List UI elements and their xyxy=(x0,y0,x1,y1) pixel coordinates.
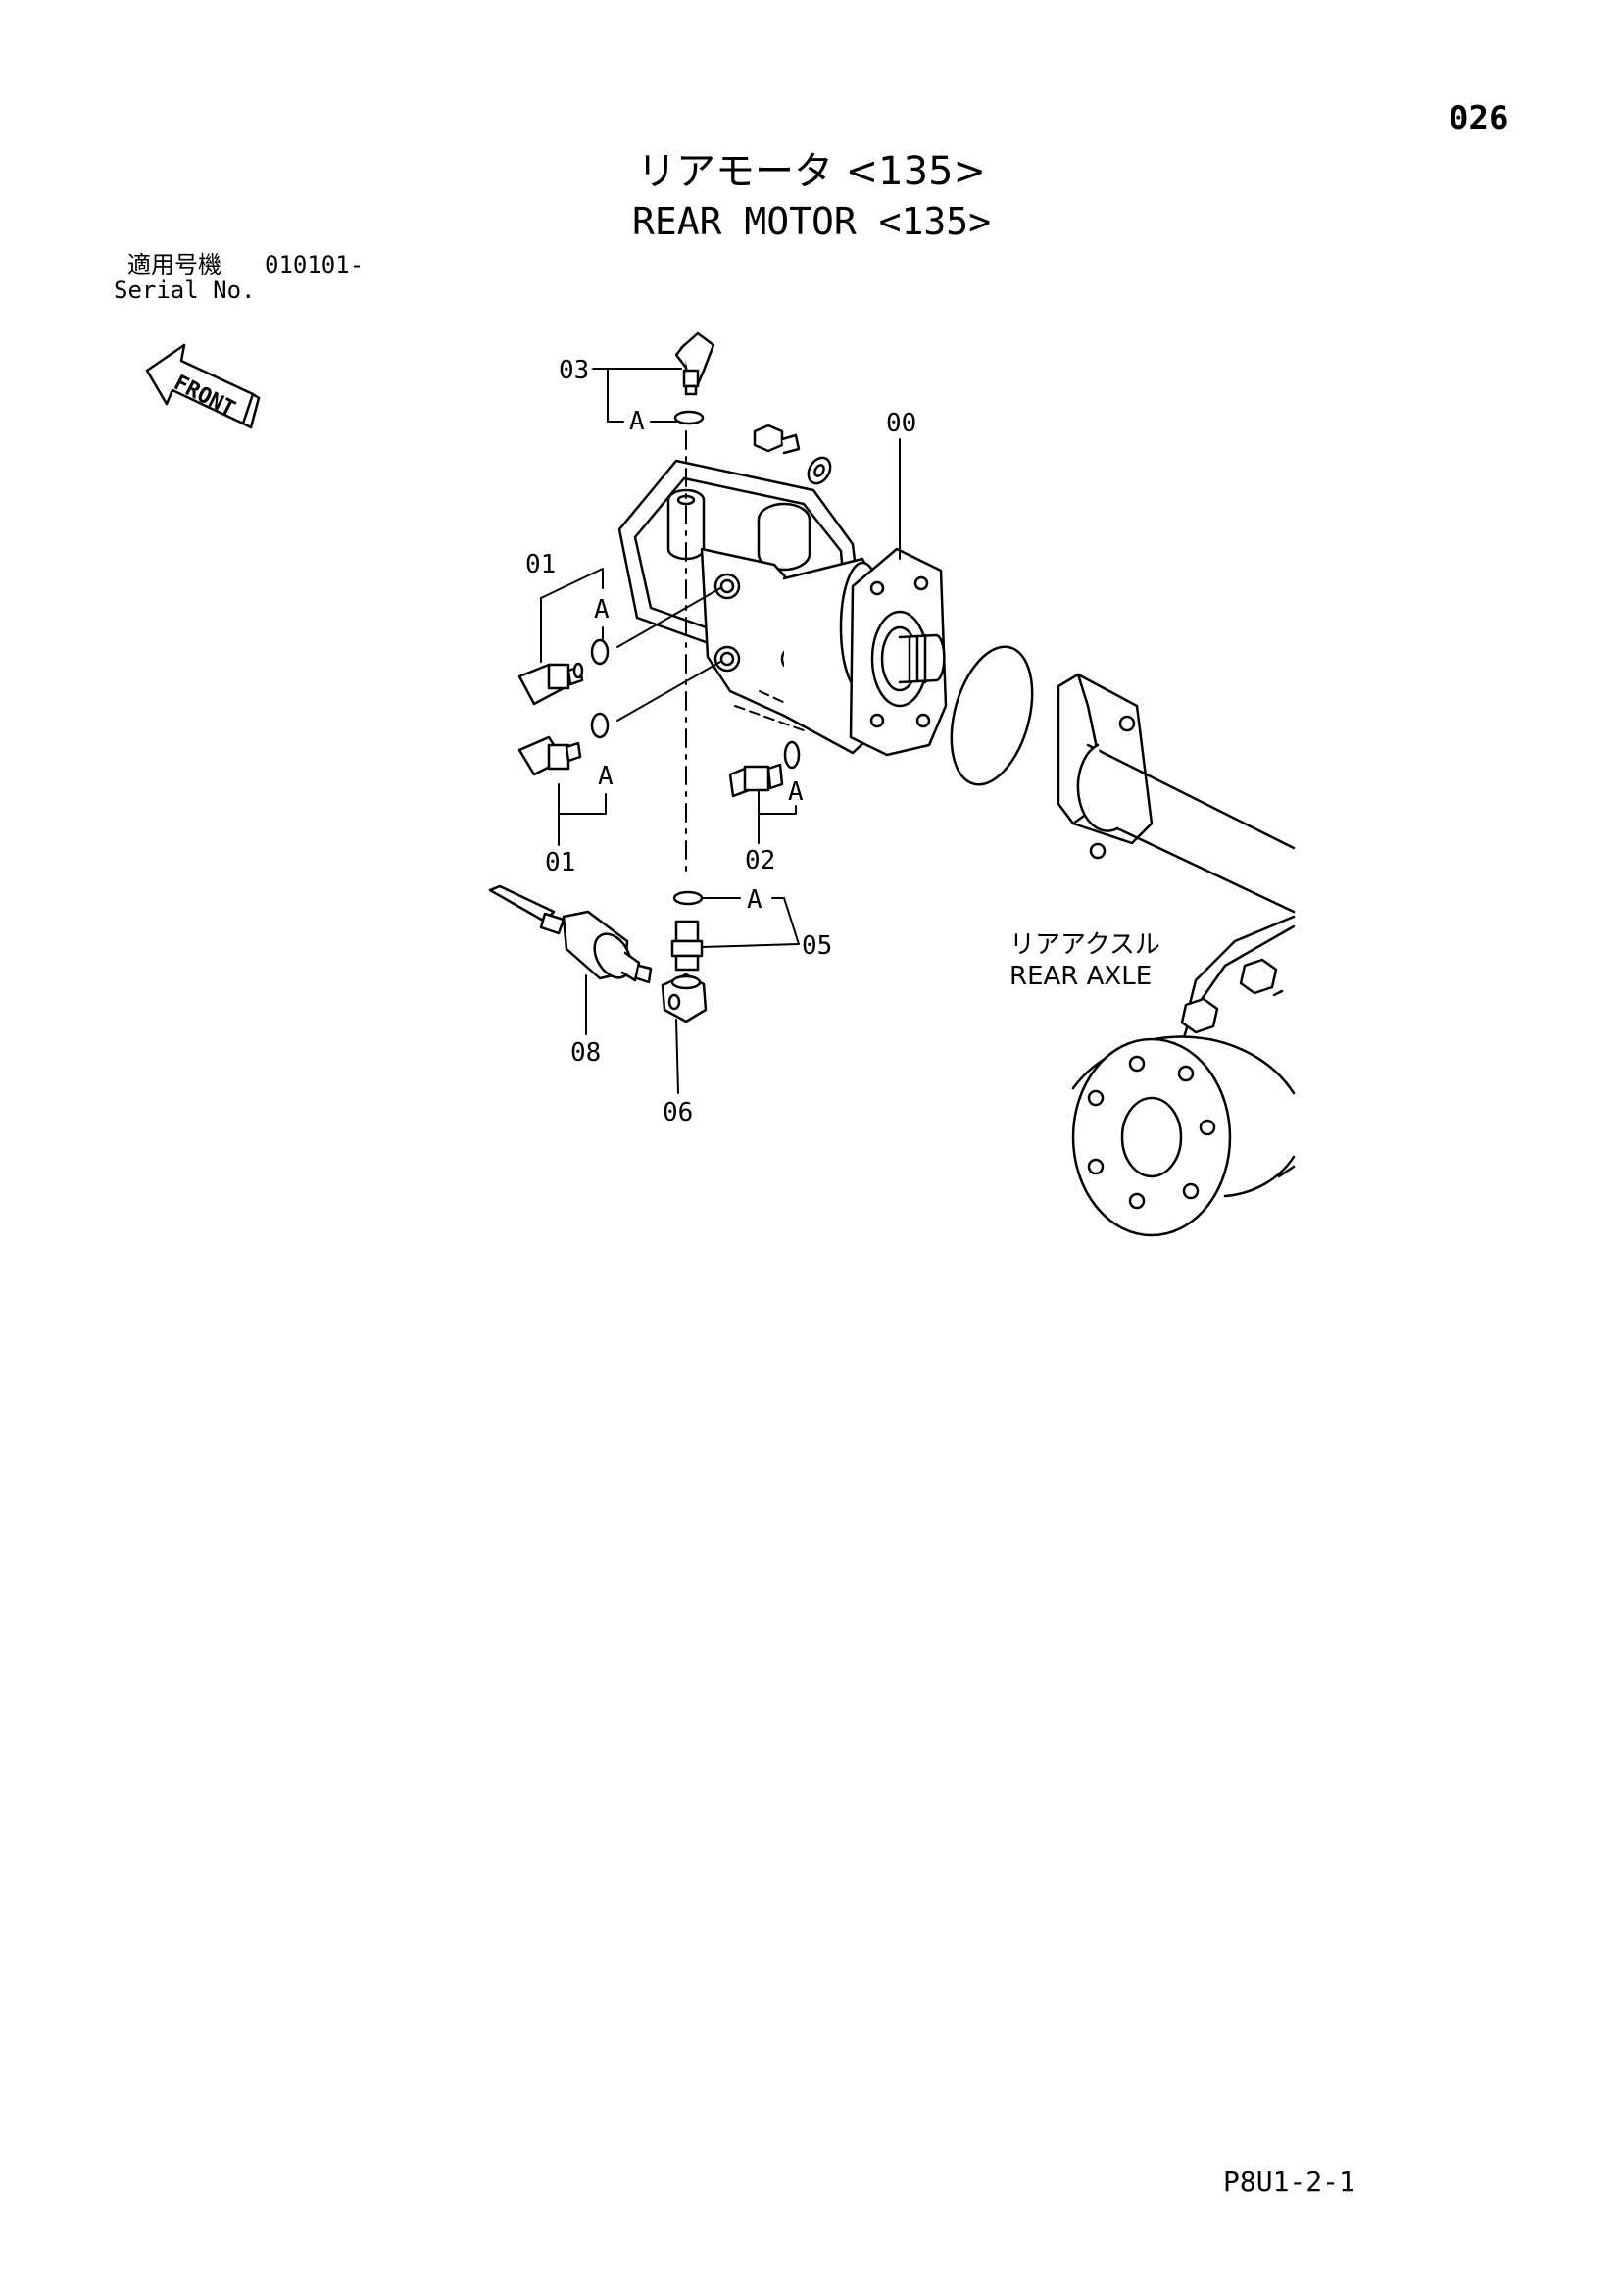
rear-motor-body xyxy=(617,430,948,873)
elbow-fitting-03 xyxy=(674,331,715,396)
serial-label-japanese: 適用号機 xyxy=(127,251,221,278)
fitting-01-upper xyxy=(517,662,584,706)
callout-08: 08 xyxy=(570,1038,601,1068)
sub-label-a-05: A xyxy=(747,885,762,915)
sub-label-a-03: A xyxy=(629,407,645,436)
serial-label-english: Serial No. xyxy=(114,276,256,304)
callout-00: 00 xyxy=(886,409,916,438)
rear-axle xyxy=(1057,673,1296,1237)
footer-code: P8U1-2-1 xyxy=(1223,2166,1355,2198)
page-number: 026 xyxy=(1449,99,1509,138)
callout-01-lower: 01 xyxy=(545,848,575,877)
callout-06: 06 xyxy=(663,1098,693,1127)
o-ring-02 xyxy=(783,740,801,770)
sub-label-a-02: A xyxy=(788,777,804,807)
callout-05: 05 xyxy=(802,931,832,961)
o-ring-01-upper xyxy=(590,638,610,666)
callout-03: 03 xyxy=(559,356,589,385)
sub-label-a-01-upper: A xyxy=(594,595,610,624)
serial-number-value: 010101- xyxy=(265,251,365,278)
fitting-01-lower xyxy=(517,735,582,776)
callout-02: 02 xyxy=(745,846,775,875)
front-arrow-icon: FRONT xyxy=(145,343,261,429)
fitting-02 xyxy=(728,763,784,798)
o-ring-03 xyxy=(673,410,705,425)
o-ring-01-lower xyxy=(590,712,610,739)
rear-axle-label-japanese: リアアクスル xyxy=(1009,930,1160,960)
union-fitting-05 xyxy=(670,920,704,972)
page-title-english: REAR MOTOR <135> xyxy=(631,200,992,243)
sensor-08 xyxy=(488,884,653,984)
washer-upper xyxy=(807,456,832,485)
bolt-upper xyxy=(753,424,801,455)
rear-axle-label-english: REAR AXLE xyxy=(1009,962,1152,991)
page-title-japanese: リアモータ <135> xyxy=(636,149,987,194)
o-ring-large xyxy=(950,645,1034,786)
elbow-fitting-06 xyxy=(661,973,708,1023)
sub-label-a-01-lower: A xyxy=(598,762,614,791)
callout-01-upper: 01 xyxy=(525,550,556,579)
o-ring-05 xyxy=(672,890,704,906)
